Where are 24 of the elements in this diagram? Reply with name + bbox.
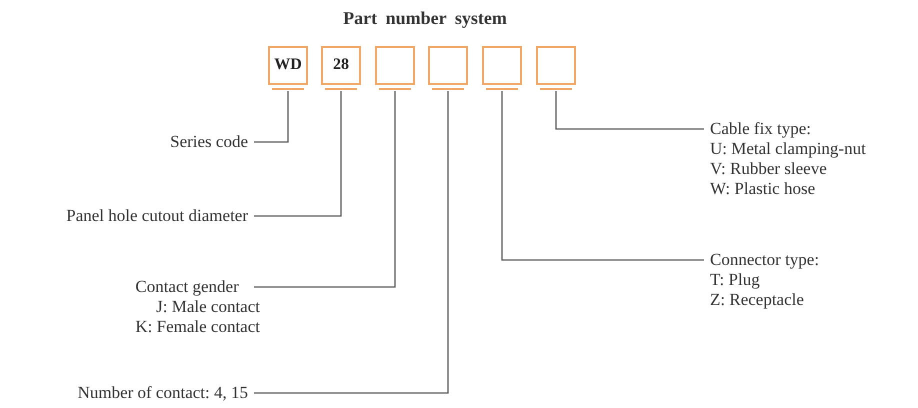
- title: Part number system: [342, 8, 508, 29]
- leader-line: [254, 91, 289, 143]
- empty-code-box: [375, 46, 415, 91]
- option-text: Z: Receptacle: [710, 290, 805, 310]
- leader-line: [254, 91, 342, 217]
- callout-heading: Series code: [170, 132, 248, 152]
- option-text: K: Female contact: [135, 317, 260, 337]
- leader-line: [254, 91, 449, 394]
- option-text: U: Metal clamping-nut: [710, 139, 866, 159]
- option-text: V: Rubber sleeve: [710, 159, 828, 179]
- option-text: J: Male contact: [155, 297, 260, 317]
- option-text: T: Plug: [710, 270, 761, 290]
- callout-heading: Connector type:: [710, 250, 820, 270]
- callout-heading: Panel hole cutout diameter: [66, 206, 248, 226]
- empty-code-box: [482, 46, 522, 91]
- callout-heading: Contact gender: [135, 277, 240, 297]
- empty-code-box: [536, 46, 576, 91]
- callout-heading: Number of contact: 4, 15: [78, 383, 248, 403]
- leader-line: [555, 91, 704, 130]
- leader-line: [254, 91, 396, 288]
- callout-heading: Cable fix type:: [710, 119, 812, 139]
- option-text: W: Plastic hose: [710, 179, 816, 199]
- leader-line: [501, 91, 704, 261]
- empty-code-box: [428, 46, 468, 91]
